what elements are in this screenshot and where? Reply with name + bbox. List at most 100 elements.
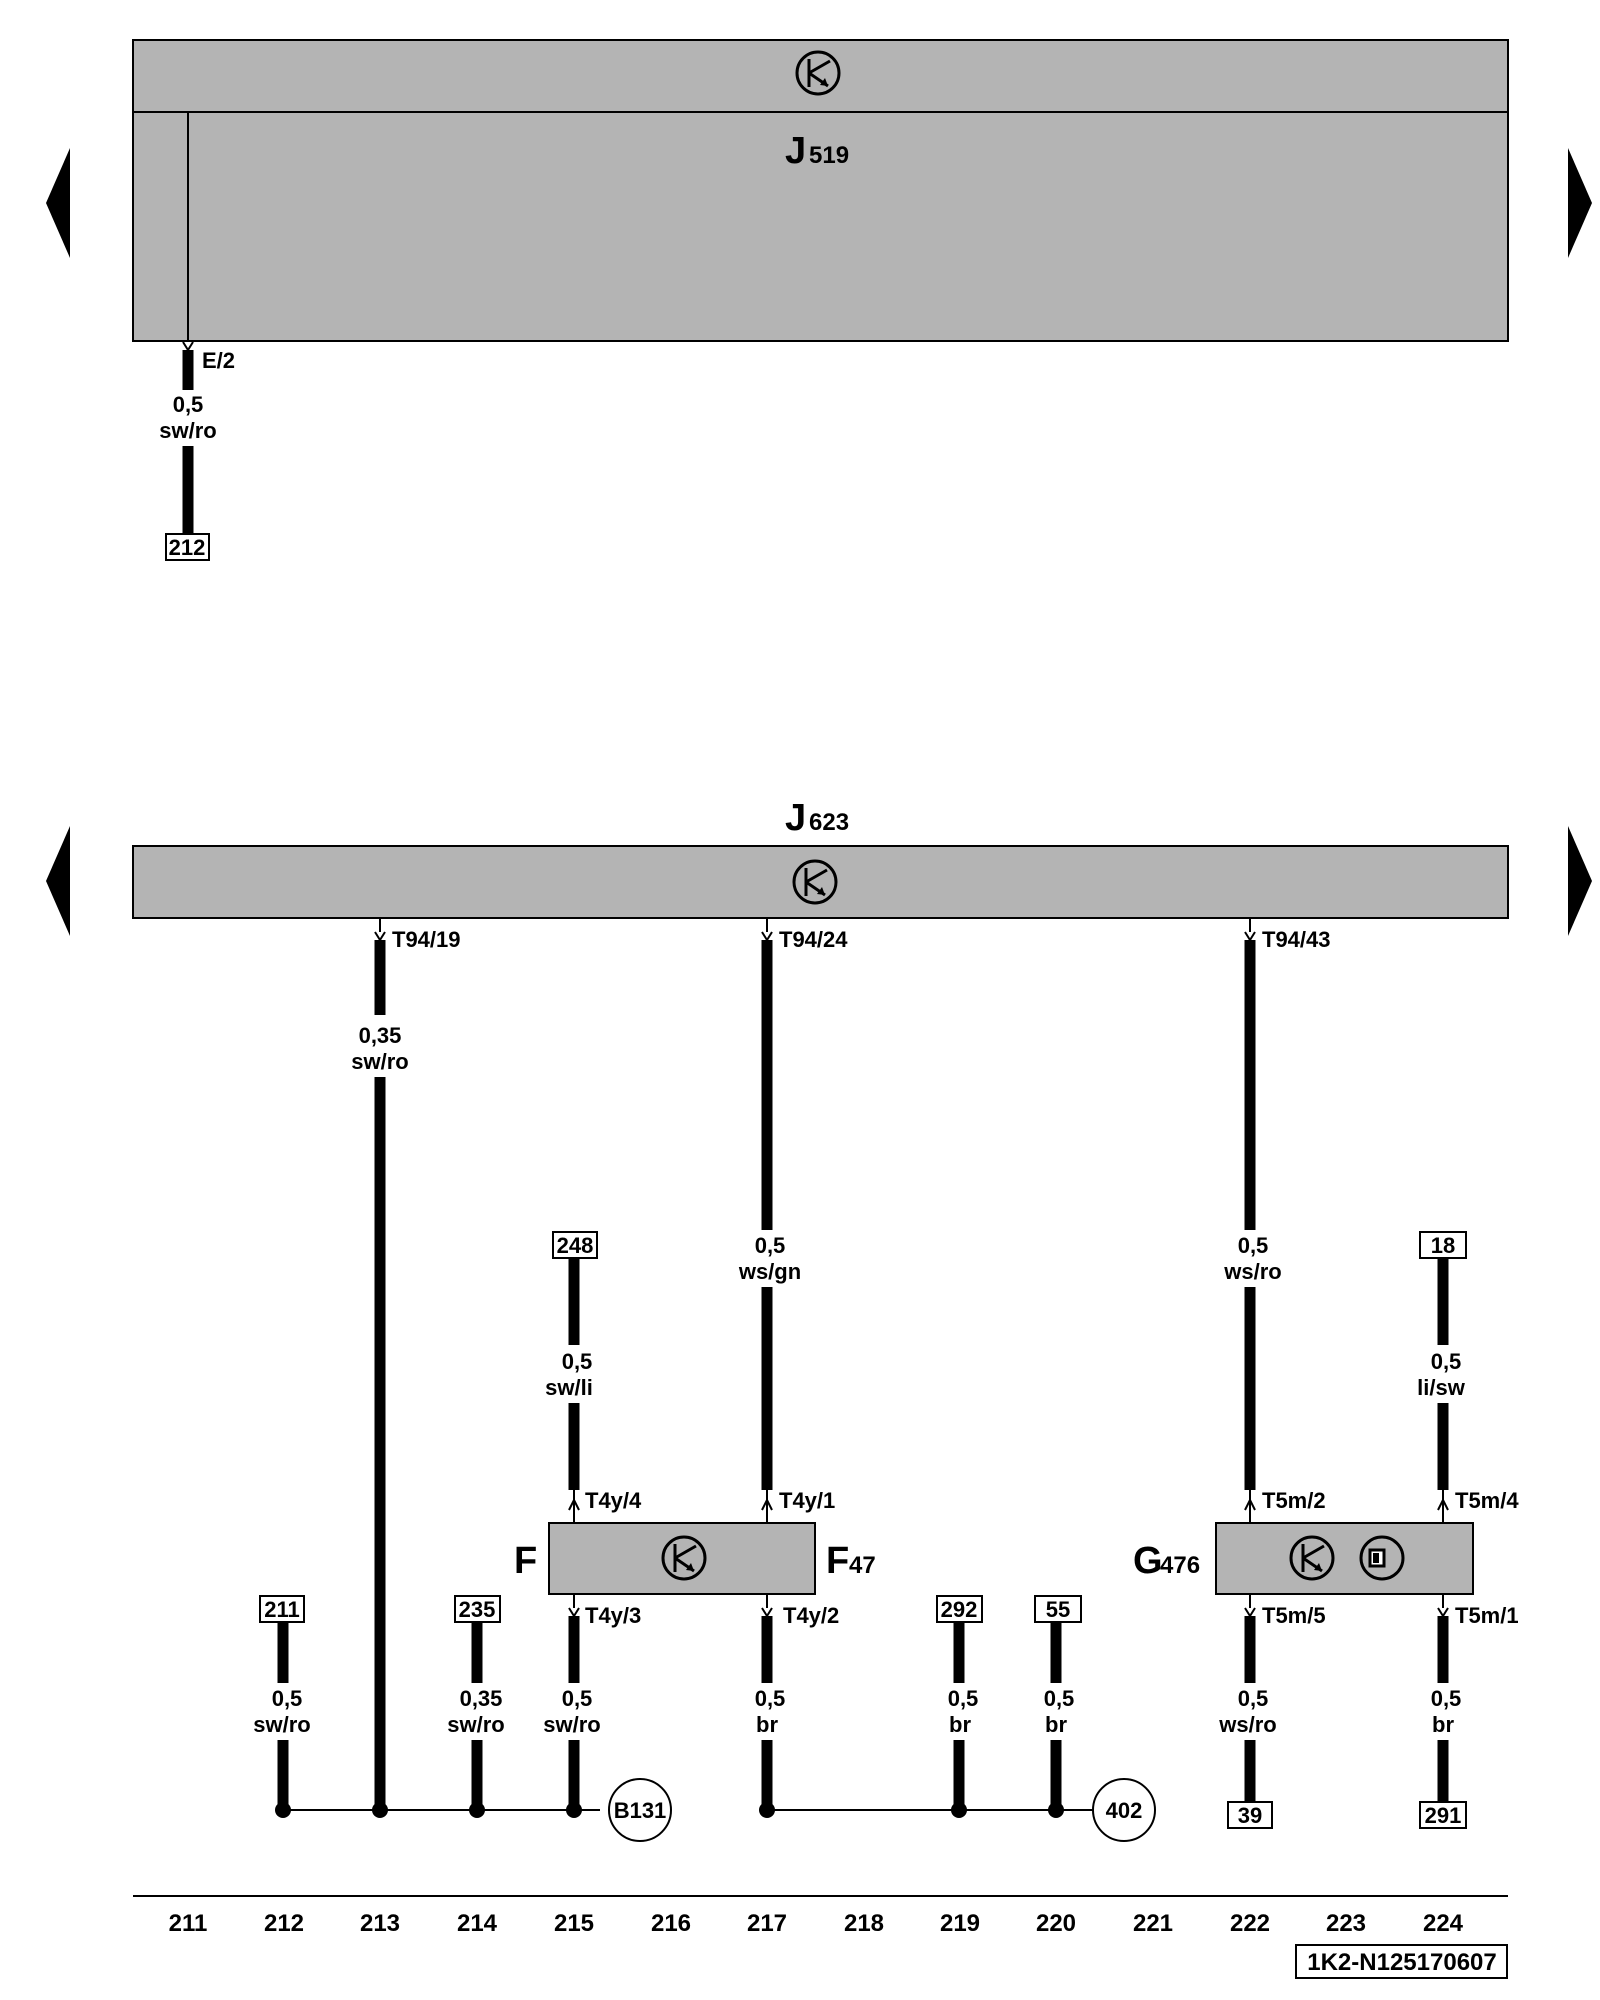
nav-right-arrow-icon[interactable] — [1568, 826, 1592, 936]
wire-color: sw/ro — [351, 1049, 408, 1074]
wire-size: 0,5 — [1431, 1349, 1462, 1374]
sensor-symbol-icon — [1359, 1535, 1405, 1581]
ref-box[interactable]: 212 — [169, 535, 206, 560]
pin-t4y-3: T4y/3 — [585, 1603, 641, 1628]
pin-t5m-5: T5m/5 — [1262, 1603, 1326, 1628]
pin-t4y-2: T4y/2 — [783, 1603, 839, 1628]
ref-box[interactable]: 291 — [1425, 1803, 1462, 1828]
ref-box[interactable]: 292 — [941, 1597, 978, 1622]
wire-size: 0,5 — [755, 1686, 786, 1711]
ref-box[interactable]: 55 — [1046, 1597, 1070, 1622]
wire-color: li/sw — [1417, 1375, 1466, 1400]
column-number: 224 — [1423, 1910, 1464, 1937]
wire-color: sw/ro — [447, 1712, 504, 1737]
wire-size: 0,35 — [359, 1023, 402, 1048]
wire-size: 0,5 — [1044, 1686, 1075, 1711]
junction-dot — [566, 1802, 582, 1818]
wire-color: sw/ro — [543, 1712, 600, 1737]
wire-color: ws/ro — [1218, 1712, 1276, 1737]
doc-id: 1K2-N125170607 — [1307, 1949, 1496, 1976]
column-number: 219 — [940, 1910, 980, 1937]
ref-box[interactable]: 39 — [1238, 1803, 1262, 1828]
column-number: 220 — [1036, 1910, 1076, 1937]
junction-dot — [759, 1802, 775, 1818]
column-number: 223 — [1326, 1910, 1366, 1937]
wire-color: sw/li — [545, 1375, 593, 1400]
pin-t5m-4: T5m/4 — [1455, 1488, 1519, 1513]
module-j519-letter: J — [785, 130, 806, 172]
transistor-symbol-icon — [792, 859, 838, 905]
wire-size: 0,5 — [1238, 1233, 1269, 1258]
junction-dot — [275, 1802, 291, 1818]
wire-size: 0,5 — [562, 1686, 593, 1711]
pin-e2: E/2 — [202, 348, 235, 373]
pin-t4y-4: T4y/4 — [585, 1488, 642, 1513]
doc-id-box — [1295, 1944, 1508, 1979]
column-number: 215 — [554, 1910, 594, 1937]
component-f47-subscript: 47 — [849, 1552, 876, 1579]
pin-t4y-1: T4y/1 — [779, 1488, 835, 1513]
wire-size: 0,5 — [948, 1686, 979, 1711]
ground-point-label: B131 — [614, 1798, 667, 1823]
junction-dot — [469, 1802, 485, 1818]
module-j623-letter: J — [785, 797, 806, 839]
ref-box[interactable]: 18 — [1431, 1233, 1455, 1258]
nav-left-arrow-icon[interactable] — [46, 826, 70, 936]
column-numbers: 211 212 213 214 215 216 217 218 219 220 … — [169, 1910, 1464, 1937]
nav-right-arrow-icon[interactable] — [1568, 148, 1592, 258]
pin-t94-24: T94/24 — [779, 927, 848, 952]
transistor-symbol-icon — [661, 1535, 707, 1581]
wire-color: br — [949, 1712, 971, 1737]
column-number: 221 — [1133, 1910, 1173, 1937]
wire-color: ws/ro — [1223, 1259, 1281, 1284]
transistor-symbol-icon — [795, 50, 841, 96]
wire-color: ws/gn — [738, 1259, 801, 1284]
component-g476 — [1215, 1490, 1474, 1618]
column-number: 218 — [844, 1910, 884, 1937]
wire-size: 0,5 — [1431, 1686, 1462, 1711]
component-f47-letter: F — [826, 1540, 849, 1582]
column-number: 216 — [651, 1910, 691, 1937]
pin-t94-43: T94/43 — [1262, 927, 1331, 952]
column-number: 213 — [360, 1910, 400, 1937]
component-g476-subscript: 476 — [1160, 1552, 1200, 1579]
wire-size: 0,5 — [755, 1233, 786, 1258]
junction-dot — [1048, 1802, 1064, 1818]
wire-size: 0,5 — [272, 1686, 303, 1711]
column-number: 214 — [457, 1910, 498, 1937]
column-number: 217 — [747, 1910, 787, 1937]
module-j623 — [132, 845, 1509, 919]
column-number: 222 — [1230, 1910, 1270, 1937]
column-number: 211 — [169, 1910, 208, 1937]
pin-t94-19: T94/19 — [392, 927, 461, 952]
wire-color: br — [756, 1712, 778, 1737]
component-f — [548, 1490, 816, 1618]
component-g476-letter: G — [1133, 1540, 1163, 1582]
column-number: 212 — [264, 1910, 304, 1937]
ground-point-402[interactable] — [1092, 1778, 1156, 1842]
wire-size: 0,5 — [562, 1349, 593, 1374]
ground-point-label: 402 — [1106, 1798, 1143, 1823]
pin-t5m-1: T5m/1 — [1455, 1603, 1519, 1628]
wire-size: 0,5 — [173, 392, 204, 417]
wire-color: sw/ro — [253, 1712, 310, 1737]
ground-point-b131[interactable] — [608, 1778, 672, 1842]
junction-dot — [951, 1802, 967, 1818]
wire-color: br — [1432, 1712, 1454, 1737]
ref-box[interactable]: 211 — [264, 1597, 300, 1622]
nav-left-arrow-icon[interactable] — [46, 148, 70, 258]
component-f-left-letter: F — [514, 1540, 537, 1582]
wire-color: sw/ro — [159, 418, 216, 443]
transistor-symbol-icon — [1289, 1535, 1335, 1581]
junction-dot — [372, 1802, 388, 1818]
module-j519: J 519 — [132, 39, 1509, 342]
wire-size: 0,5 — [1238, 1686, 1269, 1711]
wire-size: 0,35 — [460, 1686, 503, 1711]
ref-box[interactable]: 235 — [459, 1597, 496, 1622]
wire-color: br — [1045, 1712, 1067, 1737]
module-j519-subscript: 519 — [809, 142, 849, 169]
module-j623-subscript: 623 — [809, 809, 849, 836]
pin-t5m-2: T5m/2 — [1262, 1488, 1326, 1513]
ref-box[interactable]: 248 — [557, 1233, 594, 1258]
